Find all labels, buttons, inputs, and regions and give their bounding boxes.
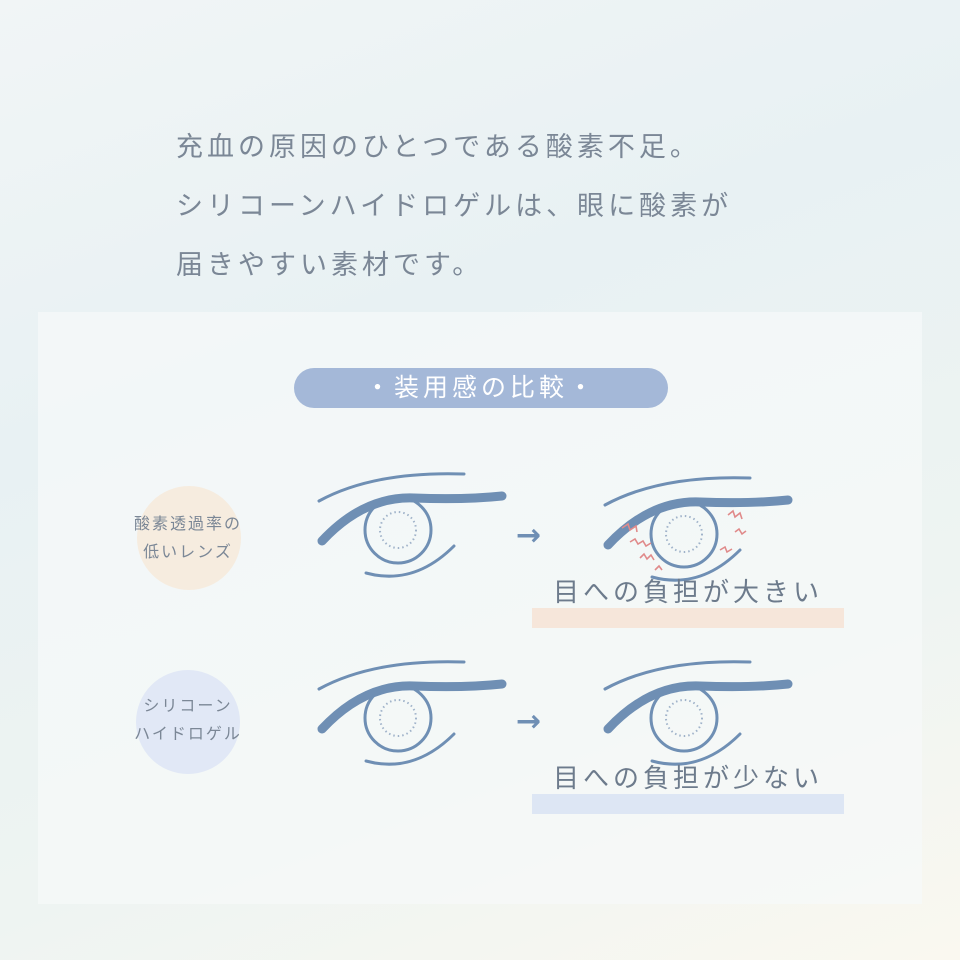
headline-line: 届きやすい素材です。 [176, 250, 484, 281]
headline-line: 充血の原因のひとつである酸素不足。 [176, 132, 701, 163]
headline: 充血の原因のひとつである酸素不足。 シリコーンハイドロゲルは、眼に酸素が 届きや… [176, 118, 732, 295]
arrow-icon: → [516, 518, 542, 553]
label-line: 低いレンズ [143, 542, 233, 561]
label-line: ハイドロゲル [134, 724, 242, 743]
lens-type-label: 酸素透過率の 低いレンズ [98, 510, 278, 566]
highlight-bar [532, 794, 844, 814]
result-text: 目への負担が少ない [552, 764, 823, 794]
lens-type-circle [137, 486, 241, 590]
result-high-burden: 目への負担が大きい [532, 572, 844, 628]
normal-eye-illustration [314, 654, 514, 784]
highlight-bar [532, 608, 844, 628]
label-line: シリコーン [143, 696, 233, 715]
normal-eye-illustration [314, 466, 514, 596]
result-low-burden: 目への負担が少ない [532, 758, 844, 814]
result-text: 目への負担が大きい [552, 578, 823, 608]
lens-type-label: シリコーン ハイドロゲル [98, 692, 278, 748]
headline-line: シリコーンハイドロゲルは、眼に酸素が [176, 191, 733, 222]
arrow-icon: → [516, 704, 542, 739]
irritated-eye-illustration [600, 470, 800, 600]
section-title: ・装用感の比較・ [294, 368, 668, 408]
lens-type-circle [136, 670, 240, 774]
label-line: 酸素透過率の [133, 514, 242, 533]
